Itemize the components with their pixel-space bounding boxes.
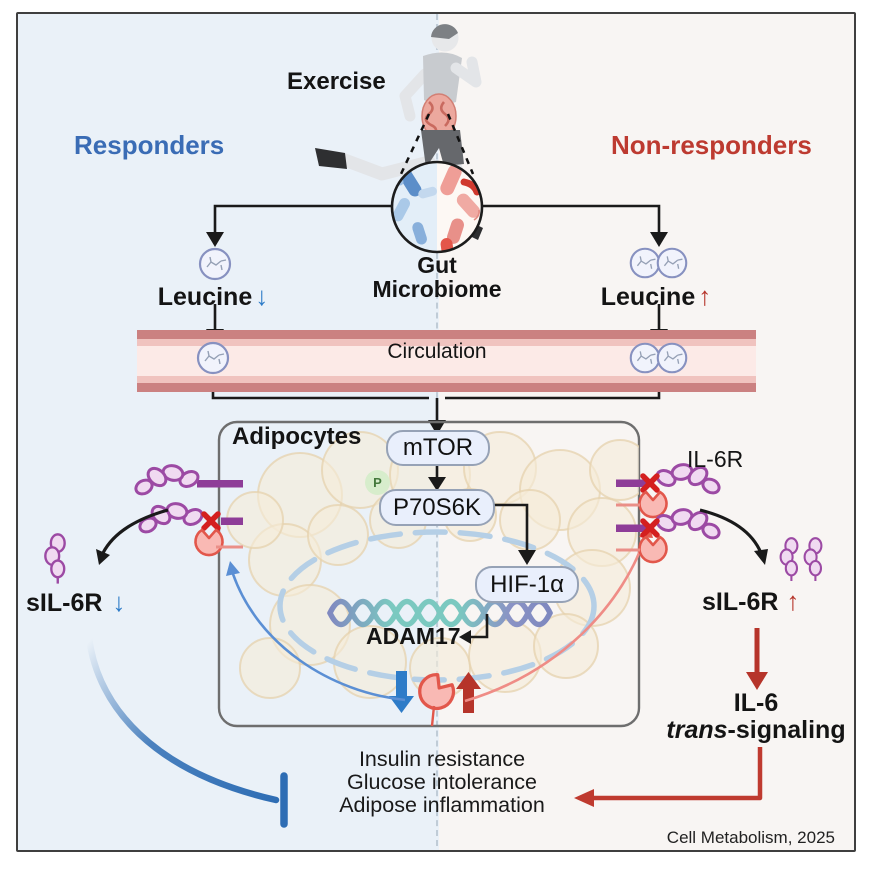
shorts-icon: [421, 130, 464, 168]
dna-helix-icon: [327, 598, 553, 628]
leucine-molecule-icon: [198, 247, 232, 281]
sil6r-left-label: sIL-6R↓: [26, 587, 126, 617]
sil6r-right-label: sIL-6R↑: [702, 586, 800, 616]
back-shoe-icon: [315, 148, 347, 169]
il6-to-outcomes-arrow: [592, 747, 763, 801]
outcomes-text: Insulin resistance Glucose intolerance A…: [339, 747, 545, 817]
gut-microbiome-label: Gut Microbiome: [372, 252, 502, 302]
blue-feedback-arrow: [231, 573, 406, 702]
sil6r-inhibition-line: [85, 634, 280, 804]
adipocytes-title: Adipocytes: [232, 423, 362, 450]
down-arrow-icon: ↓: [112, 587, 126, 617]
leucine-molecule-icon: [656, 247, 688, 279]
adipocyte-cells: [226, 431, 639, 699]
responders-background: [18, 14, 439, 850]
leucine-right-label: Leucine↑: [600, 281, 712, 311]
cleavage-blocked-x-icon: [204, 514, 218, 528]
responders-label: Responders: [74, 130, 225, 160]
adam17-up-down-indicators: [389, 668, 481, 727]
soluble-il6r-icon: [779, 537, 799, 583]
adam17-sheddase-icon: [638, 535, 668, 564]
leucine-left-label: Leucine↓: [157, 281, 269, 311]
up-arrow-icon: ↑: [698, 281, 712, 311]
soluble-il6r-icon: [803, 537, 823, 583]
circulation-vessel: [137, 330, 756, 392]
leucine-molecule-icon: [656, 342, 688, 374]
adam17-sheddase-icon: [194, 528, 224, 557]
exercise-label: Exercise: [287, 68, 386, 95]
down-arrow-icon: ↓: [255, 281, 269, 311]
right-membrane-receptors: [616, 461, 724, 564]
red-feedback-arrow: [464, 534, 648, 703]
circulation-label: Circulation: [387, 340, 487, 363]
p70s6k-node: P70S6K: [379, 489, 495, 526]
adipocytes-box: [217, 420, 641, 728]
leucine-molecule-icon: [629, 342, 661, 374]
il6-trans-signaling-label: IL-6 trans-signaling: [666, 689, 846, 744]
shedding-arrow-right: [699, 508, 763, 554]
left-membrane-receptors: [131, 462, 243, 557]
mtor-node: mTOR: [386, 430, 490, 466]
il6r-label: IL-6R: [687, 446, 744, 472]
il6r-receptor-icon: [131, 462, 203, 499]
up-arrow-icon: ↑: [786, 586, 800, 616]
soluble-il6r-icon: [44, 533, 66, 585]
hair-icon: [431, 24, 458, 39]
leucine-molecule-icon: [196, 341, 230, 375]
blue-down-arrow-icon: [389, 671, 414, 713]
shedding-arrow-left: [101, 508, 169, 554]
hif1a-node: HIF-1α: [475, 566, 579, 603]
leucine-molecule-icon: [629, 247, 661, 279]
adam17-label: ADAM17: [366, 623, 461, 649]
non-responders-label: Non-responders: [611, 130, 812, 160]
journal-credit: Cell Metabolism, 2025: [666, 828, 835, 847]
panel-border: [16, 12, 856, 852]
adam17-sheddase-icon: [638, 490, 668, 519]
